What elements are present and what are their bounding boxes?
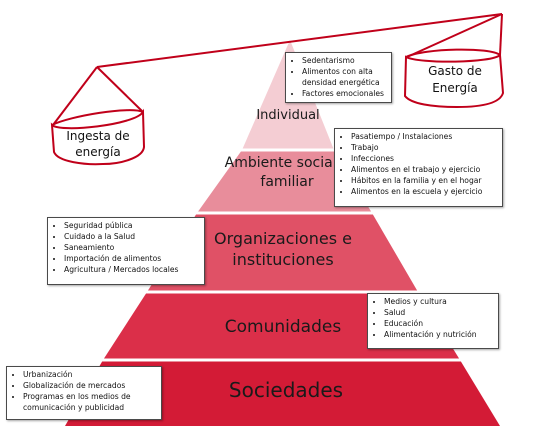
list-item: Saneamiento	[64, 243, 200, 254]
list-item: Alimentos en el trabajo y ejercicio	[351, 165, 498, 176]
communities-factors-list: Medios y cultura Salud Educación Aliment…	[368, 294, 498, 344]
social-factors-box: Pasatiempo / Instalaciones Trabajo Infec…	[334, 128, 503, 207]
list-item: Seguridad pública	[64, 221, 200, 232]
list-item: comunicación y publicidad	[23, 402, 125, 412]
balance-scale	[50, 13, 505, 166]
organizations-factors-box: Seguridad pública Cuidado a la Salud San…	[47, 217, 205, 285]
left-bucket	[50, 108, 146, 166]
list-item: densidad energética	[302, 77, 380, 87]
societies-factors-box: Urbanización Globalización de mercados P…	[6, 366, 162, 420]
left-string	[96, 66, 144, 113]
right-bucket-label-line1: Gasto de	[428, 64, 482, 78]
list-item: Programas en los medios de	[23, 392, 157, 403]
level-organizations-label-line1: Organizaciones e	[214, 229, 352, 248]
social-factors-list: Pasatiempo / Instalaciones Trabajo Infec…	[335, 129, 502, 200]
organizations-factors-list: Seguridad pública Cuidado a la Salud San…	[48, 218, 204, 279]
list-item: Agricultura / Mercados locales	[64, 265, 200, 276]
list-item: Salud	[384, 308, 494, 319]
list-item: Sedentarismo	[302, 56, 387, 67]
level-organizations-band	[147, 213, 418, 292]
individual-factors-list: Sedentarismo Alimentos con alta densidad…	[286, 53, 391, 103]
left-bucket-rim	[51, 109, 144, 126]
list-item: Educación	[384, 319, 494, 330]
list-item: Hábitos en la familia y en el hogar	[351, 176, 498, 187]
level-communities-label: Comunidades	[225, 317, 342, 337]
list-item: Alimentos en la escuela y ejercicio	[351, 187, 498, 198]
list-item: Infecciones	[351, 154, 498, 165]
left-string	[52, 66, 98, 126]
level-social-label-line1: Ambiente social y	[225, 155, 350, 171]
list-item: Alimentos con alta	[302, 67, 387, 78]
list-item: Globalización de mercados	[23, 381, 157, 392]
right-bucket-label-line2: Energía	[432, 81, 478, 95]
right-string	[499, 13, 503, 56]
level-social-band	[197, 150, 372, 213]
list-item: Urbanización	[23, 370, 157, 381]
left-bucket-label-line2: energía	[75, 145, 120, 159]
right-string	[406, 13, 503, 58]
level-societies-label: Sociedades	[229, 378, 343, 402]
level-organizations-label-line2: instituciones	[232, 250, 333, 269]
list-item: Factores emocionales	[302, 89, 387, 100]
list-item: Alimentación y nutrición	[384, 330, 494, 341]
list-item: Medios y cultura	[384, 297, 494, 308]
list-item: Trabajo	[351, 143, 498, 154]
level-societies-band	[65, 360, 500, 426]
level-social-label-line2: familiar	[260, 174, 313, 190]
level-individual-label: Individual	[256, 108, 319, 123]
right-bucket	[403, 52, 505, 109]
list-item: Pasatiempo / Instalaciones	[351, 132, 498, 143]
scale-beam	[96, 13, 503, 68]
list-item: Cuidado a la Salud	[64, 232, 200, 243]
communities-factors-box: Medios y cultura Salud Educación Aliment…	[367, 293, 499, 349]
right-bucket-rim	[405, 48, 501, 58]
list-item: Importación de alimentos	[64, 254, 200, 265]
societies-factors-list: Urbanización Globalización de mercados P…	[7, 367, 161, 417]
left-bucket-label-line1: Ingesta de	[66, 129, 129, 143]
individual-factors-box: Sedentarismo Alimentos con alta densidad…	[285, 52, 392, 103]
